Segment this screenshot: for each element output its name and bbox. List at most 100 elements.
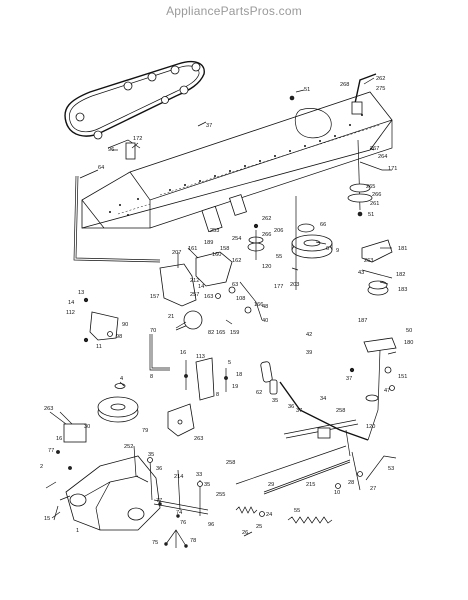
callout-label: 35	[148, 452, 154, 458]
brake-bracket[interactable]	[184, 357, 228, 401]
callout-label: 10	[334, 490, 340, 496]
callout-label: 266	[262, 232, 271, 238]
callout-label: 70	[150, 328, 156, 334]
callout-label: 8	[216, 392, 219, 398]
callout-label: 50	[406, 328, 412, 334]
callout-label: 82	[208, 330, 214, 336]
drive-belt[interactable]	[64, 60, 205, 140]
transaxle-bracket[interactable]	[167, 403, 195, 437]
lift-knob[interactable]	[175, 310, 203, 330]
site-watermark: AppliancePartsPros.com	[166, 4, 302, 18]
hardware-group-bottom	[158, 502, 253, 548]
callout-label: 39	[306, 350, 312, 356]
callout-label: 35	[204, 482, 210, 488]
callout-label: 162	[232, 258, 241, 264]
callout-label: 215	[306, 482, 315, 488]
springs[interactable]	[235, 506, 333, 524]
callout-label: 4	[120, 376, 123, 382]
callout-leaders	[51, 77, 397, 519]
shift-lever-assembly[interactable]	[289, 73, 392, 217]
brake-rod[interactable]	[235, 445, 351, 495]
callout-label: 268	[340, 82, 349, 88]
idler-pulley[interactable]	[247, 223, 265, 260]
callout-label: 11	[96, 344, 102, 350]
callout-label: 34	[320, 396, 326, 402]
callout-label: 8	[150, 374, 153, 380]
clutch-bracket-assembly[interactable]	[159, 247, 263, 331]
left-bracket[interactable]	[83, 297, 119, 343]
callout-label: 113	[196, 354, 205, 360]
callout-label: 159	[230, 330, 239, 336]
callout-label: 120	[262, 264, 271, 270]
callout-label: 19	[232, 384, 238, 390]
callout-label: 181	[398, 246, 407, 252]
hardware-group-left	[49, 411, 87, 470]
callout-label: 255	[216, 492, 225, 498]
pedal-grips[interactable]	[260, 361, 278, 395]
callout-label: 77	[48, 448, 54, 454]
callout-label: 257	[190, 292, 199, 298]
callout-label: 157	[150, 294, 159, 300]
callout-label: 30	[84, 424, 90, 430]
rear-linkage-right[interactable]	[335, 451, 397, 491]
lift-rod[interactable]	[73, 139, 161, 263]
callout-label: 43	[358, 270, 364, 276]
callout-label: 183	[398, 287, 407, 293]
callout-label: 96	[108, 147, 114, 153]
callout-label: 40	[262, 318, 268, 324]
callout-label: 253	[210, 228, 219, 234]
callout-label: 75	[152, 540, 158, 546]
shift-lever-right[interactable]	[349, 337, 397, 441]
callout-label: 172	[133, 136, 142, 142]
callout-label: 27	[370, 486, 376, 492]
engine-pulley[interactable]	[291, 196, 333, 290]
idler-bracket-right[interactable]	[361, 239, 393, 296]
clutch-linkage[interactable]	[149, 334, 170, 371]
callout-label: 267	[370, 146, 379, 152]
callout-label: 6	[326, 246, 329, 252]
callout-label: 14	[68, 300, 74, 306]
callout-label: 36	[288, 404, 294, 410]
callout-label: 182	[396, 272, 405, 278]
lower-linkage[interactable]	[133, 445, 203, 516]
callout-label: 120	[366, 424, 375, 430]
callout-label: 214	[174, 474, 183, 480]
callout-label: 262	[262, 216, 271, 222]
callout-label: 18	[236, 372, 242, 378]
callout-label: 21	[168, 314, 174, 320]
transaxle[interactable]	[45, 455, 209, 531]
callout-label: 187	[358, 318, 367, 324]
callout-label: 171	[388, 166, 397, 172]
callout-label: 2	[40, 464, 43, 470]
callout-label: 108	[236, 296, 245, 302]
callout-label: 177	[274, 284, 283, 290]
callout-label: 35	[272, 398, 278, 404]
callout-label: 55	[294, 508, 300, 514]
callout-label: 77	[156, 498, 162, 504]
callout-label: 64	[98, 165, 104, 171]
callout-label: 16	[56, 436, 62, 442]
callout-label: 79	[142, 428, 148, 434]
callout-label: 161	[188, 246, 197, 252]
pedal-shaft[interactable]	[279, 381, 369, 457]
callout-label: 258	[226, 460, 235, 466]
callout-label: 29	[268, 482, 274, 488]
callout-label: 16	[180, 350, 186, 356]
callout-label: 48	[262, 304, 268, 310]
transmission-pulley[interactable]	[97, 383, 139, 423]
callout-label: 37	[206, 123, 212, 129]
callout-label: 263	[44, 406, 53, 412]
callout-label: 258	[336, 408, 345, 414]
callout-label: 74	[176, 510, 182, 516]
callout-labels: 37 172 96 64 51 268 262 275 267 264 171 …	[40, 76, 413, 546]
callout-label: 252	[124, 444, 133, 450]
callout-label: 160	[212, 252, 221, 258]
callout-label: 158	[220, 246, 229, 252]
callout-label: 112	[66, 310, 75, 316]
callout-label: 37	[296, 408, 302, 414]
callout-label: 203	[290, 282, 299, 288]
callout-label: 90	[122, 322, 128, 328]
callout-label: 13	[78, 290, 84, 296]
callout-label: 55	[276, 254, 282, 260]
